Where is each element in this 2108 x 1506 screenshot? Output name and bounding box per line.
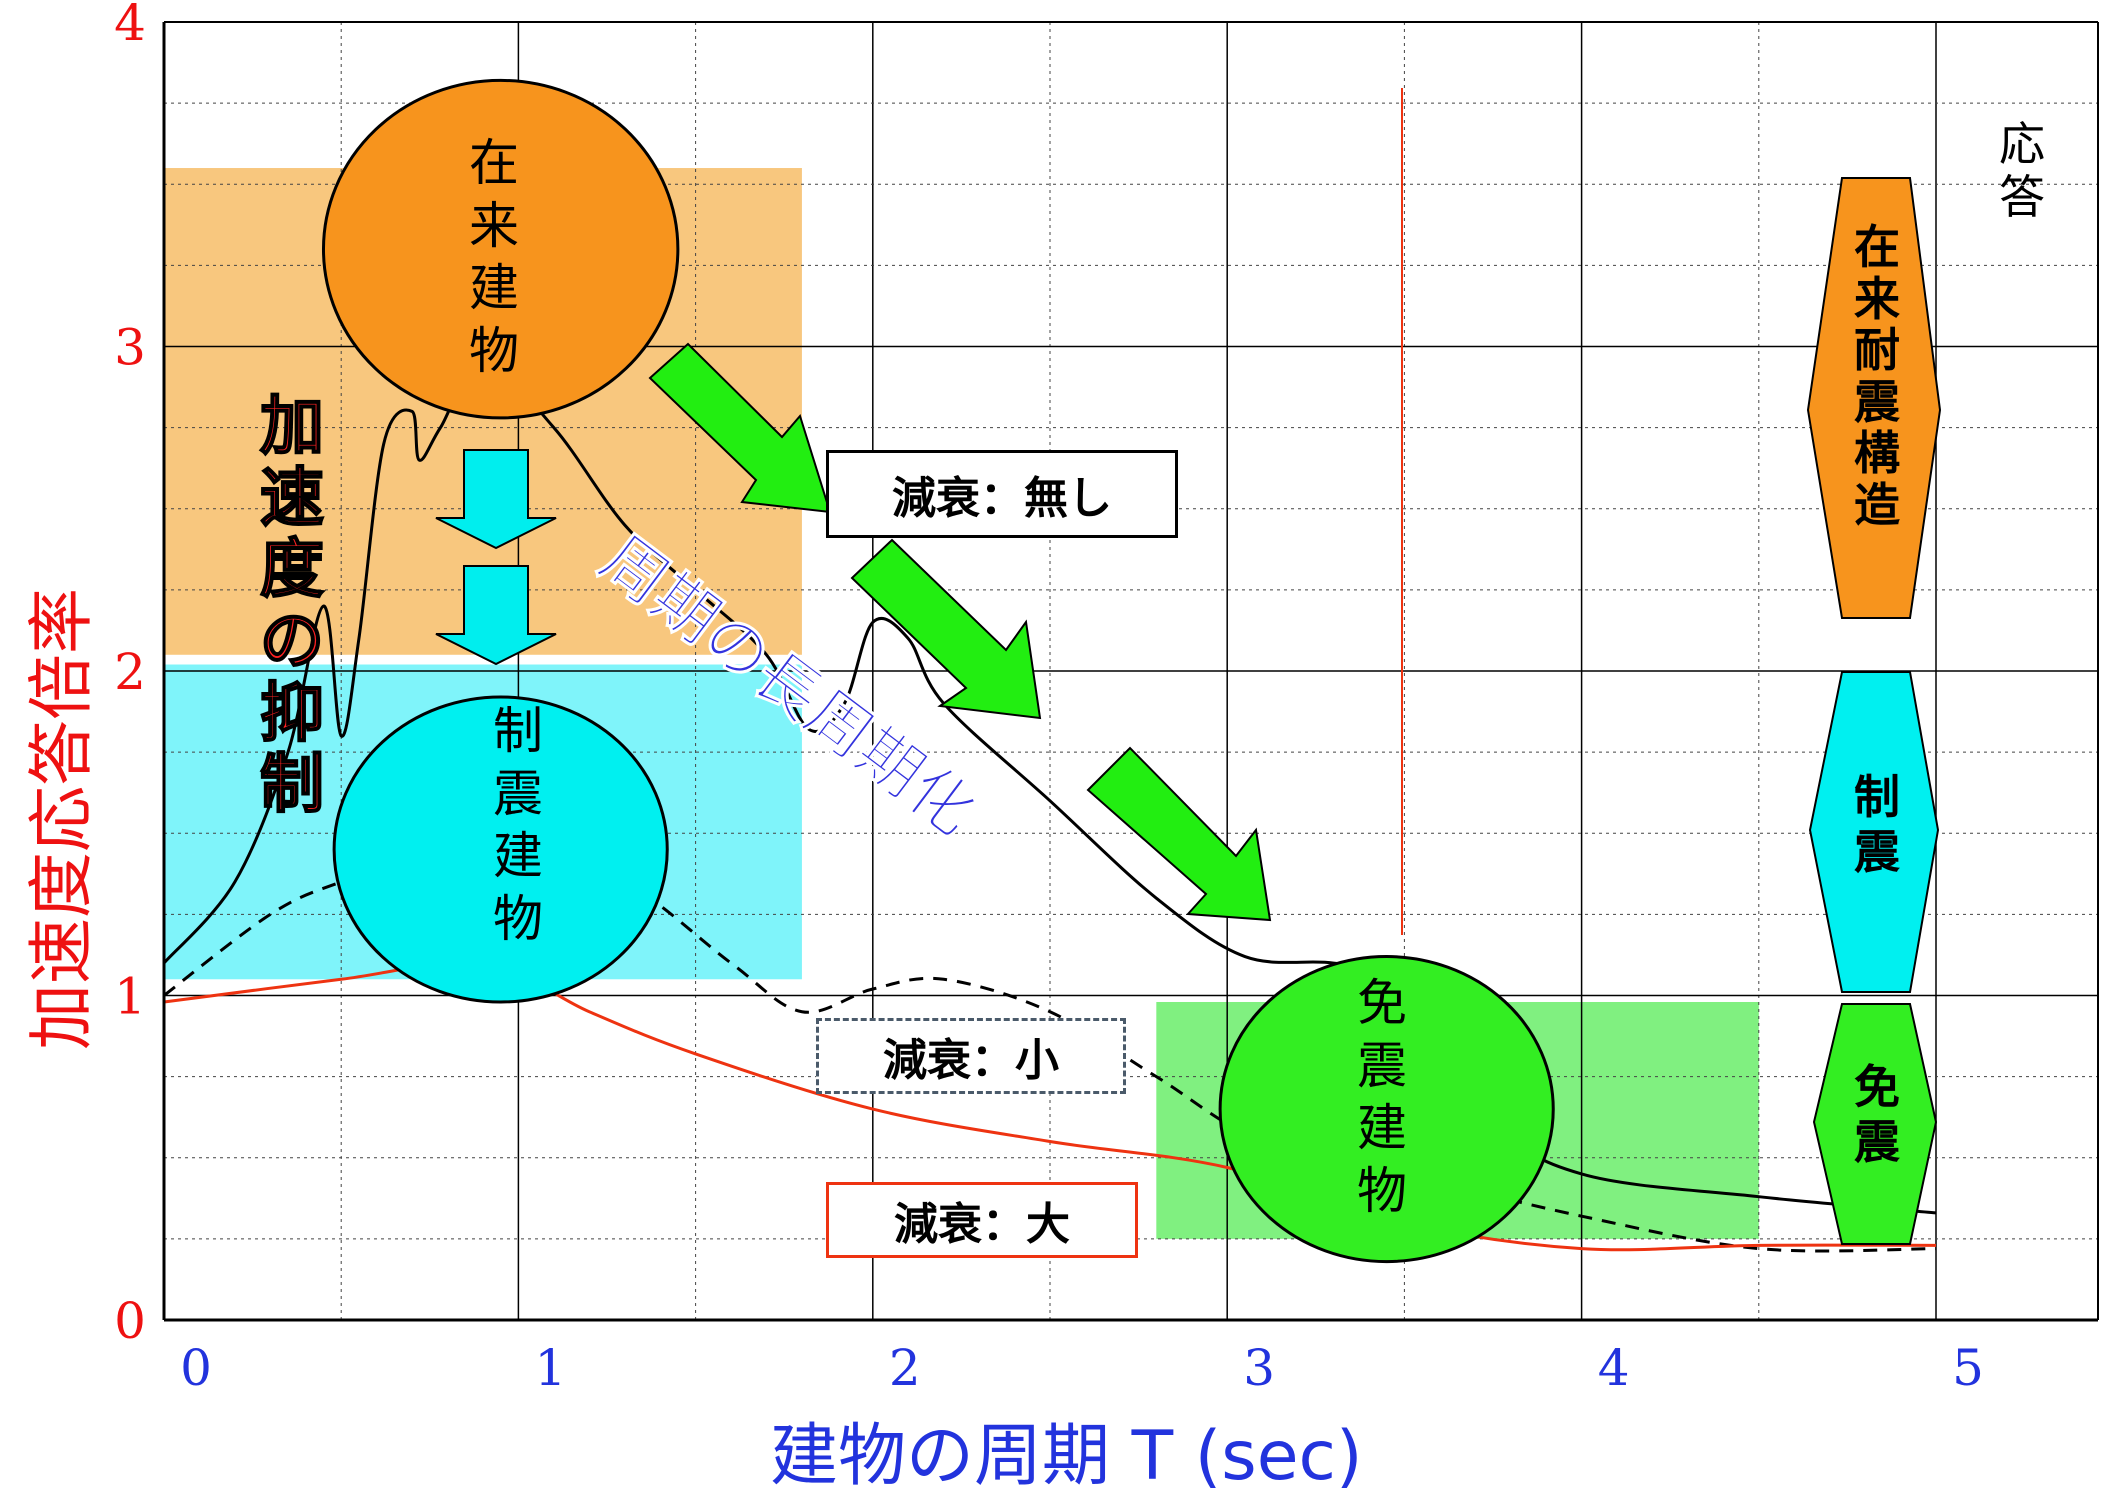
bubble-1 [332,695,669,1004]
tag-label-isolation: 免震 [1854,1060,1900,1170]
x-tick-label: 3 [1243,1339,1275,1397]
building-bubbles [321,78,1555,1264]
axes [162,21,2099,1322]
x-tick-label: 5 [1952,1339,1984,1397]
bubble-label-conventional: 在来建物 [469,134,519,380]
bubble-label-damping: 制震建物 [493,702,543,948]
x-axis-title: 建物の周期 T (sec) [770,1417,1363,1496]
label-damping-small: 減衰：小 [816,1018,1126,1094]
y-tick-label: 4 [114,0,146,52]
annotation-accel-suppression: 加速度の抑制 [259,390,325,823]
y-tick-label: 0 [114,1292,146,1350]
x-tick-label: 2 [889,1339,921,1397]
arrows [435,342,1272,922]
green-arrow-1 [648,342,832,514]
label-damping-large: 減衰：大 [826,1182,1138,1258]
legend-tags [1806,177,1942,1245]
x-tick-label: 1 [534,1339,566,1397]
tag-label-damping: 制震 [1854,770,1900,880]
grid [164,22,2098,1320]
y-axis-title: 加速度応答倍率 [23,588,100,1050]
bubble-0 [321,78,680,420]
tag-isolation [1812,1003,1938,1245]
y-tick-label: 3 [114,319,146,377]
y-tick-label: 1 [114,968,146,1026]
y-tick-label: 2 [114,643,146,701]
tag-damping [1808,671,1940,993]
x-tick-label: 4 [1598,1339,1630,1397]
x-tick-label: 0 [180,1339,212,1397]
bubble-2 [1218,955,1555,1264]
tick-labels: 0 1 2 3 4 5 0 1 2 3 4 [114,0,1984,1397]
cyan-arrow-1 [435,449,557,550]
green-arrow-2 [850,538,1042,720]
annotation-response: 応答 [1999,117,2045,224]
label-damping-none: 減衰：無し [826,450,1178,538]
green-arrow-3 [1086,746,1272,922]
cyan-arrow-2 [435,565,557,666]
bubble-label-isolation: 免震建物 [1357,974,1407,1220]
tag-conventional [1806,177,1942,619]
tag-label-conventional: 在来耐震構造 [1854,220,1900,532]
